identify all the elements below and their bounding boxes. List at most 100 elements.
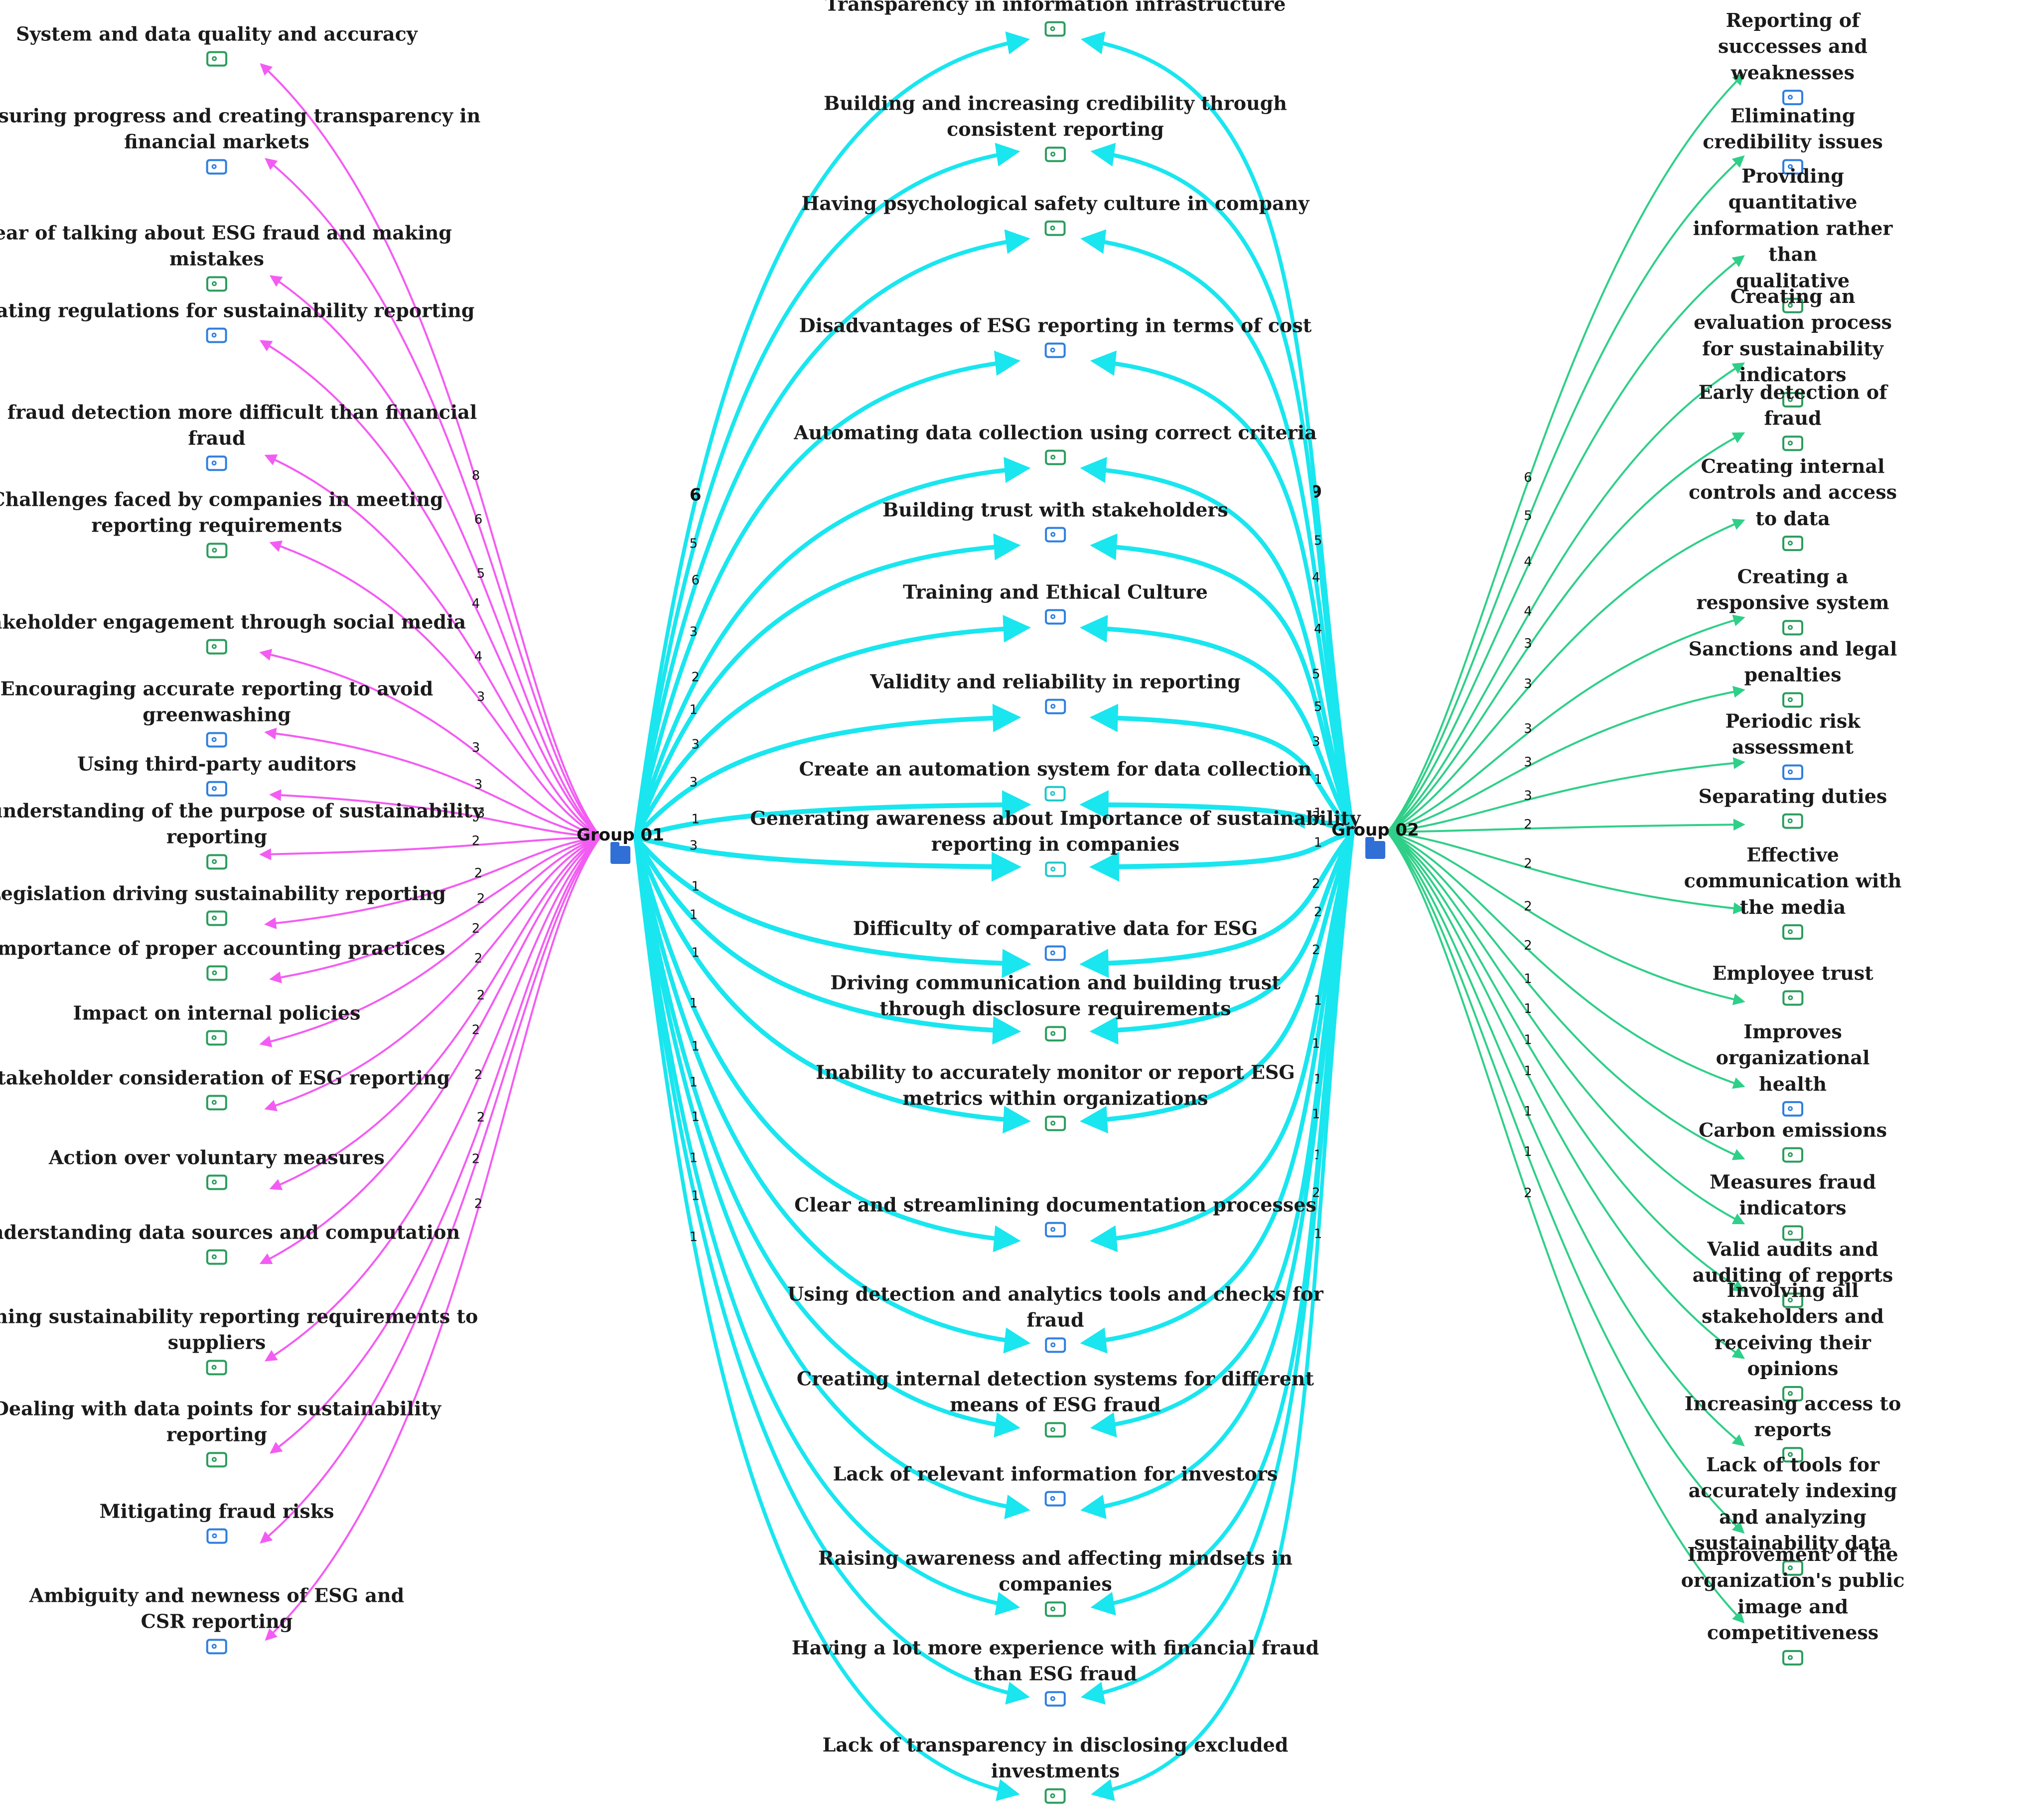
right-code-node[interactable]: Creating a responsive system [1680,563,1905,642]
shared-code-node[interactable]: Building and increasing credibility thro… [824,90,1287,168]
shared-code-node[interactable]: Create an automation system for data col… [799,756,1311,809]
shared-code-node[interactable]: Disadvantages of ESG reporting in terms … [799,313,1311,365]
right-code-node[interactable]: Creating internal controls and access to… [1680,453,1905,558]
edge-weight-label: 5 [477,566,485,581]
left-code-node[interactable]: Importance of proper accounting practice… [0,936,445,988]
shared-code-node[interactable]: Using detection and analytics tools and … [787,1281,1323,1359]
right-code-node[interactable]: Valid audits and auditing of reports [1680,1236,1905,1314]
right-code-node-label: Increasing access to reports [1684,1392,1901,1441]
shared-code-node[interactable]: Automating data collection using correct… [794,420,1317,472]
shared-code-node[interactable]: Having a lot more experience with financ… [792,1635,1319,1713]
edge-weight-label: 2 [1524,938,1532,953]
right-code-node[interactable]: Increasing access to reports [1680,1391,1905,1469]
group02-shared-edge [1080,832,1355,1705]
code-icon [1782,297,1803,313]
left-code-node[interactable]: System and data quality and accuracy [16,21,418,74]
shared-code-node-label: Lack of relevant information for investo… [833,1462,1278,1485]
left-code-node[interactable]: Mitigating fraud risks [99,1499,334,1551]
left-code-node[interactable]: Using third-party auditors [77,751,356,804]
left-code-node[interactable]: Stakeholder consideration of ESG reporti… [0,1065,450,1118]
left-code-node[interactable]: ESG fraud detection more difficult than … [0,399,477,477]
shared-code-node[interactable]: Having psychological safety culture in c… [802,191,1309,243]
edge-weight-label: 2 [1524,817,1532,832]
left-code-node[interactable]: Misunderstanding of the purpose of susta… [0,798,483,876]
group01-shared-edge [633,837,1020,1801]
right-code-node[interactable]: Lack of tools for accurately indexing an… [1680,1452,1905,1582]
shared-code-node[interactable]: Lack of relevant information for investo… [833,1461,1278,1514]
right-code-node[interactable]: Creating an evaluation process for susta… [1680,283,1905,414]
shared-code-node[interactable]: Lack of transparency in disclosing exclu… [823,1732,1288,1810]
left-code-node[interactable]: Stakeholder engagement through social me… [0,609,466,662]
group01-edge [259,836,601,860]
left-code-node[interactable]: Impact on internal policies [73,1000,360,1053]
group01-shared-edge [633,615,1031,839]
left-code-node[interactable]: Action over voluntary measures [49,1145,385,1197]
right-code-node[interactable]: Sanctions and legal penalties [1680,636,1905,714]
code-icon [1044,609,1066,625]
right-code-node[interactable]: Reporting of successes and weaknesses [1680,7,1905,112]
shared-code-node-label: Creating internal detection systems for … [796,1367,1314,1416]
group01-edge [264,727,601,838]
shared-code-node[interactable]: Validity and reliability in reporting [870,669,1241,721]
code-icon [1782,924,1803,940]
group-01-node[interactable]: Group 01 [577,825,664,864]
right-code-node-label: Periodic risk assessment [1725,709,1861,758]
group01-shared-edge [633,837,1021,1438]
edge-weight-label: 2 [474,1068,483,1083]
left-code-node[interactable]: Measuring progress and creating transpar… [0,103,480,181]
code-icon [1045,221,1066,236]
right-code-node[interactable]: Effective communication with the media [1680,842,1905,947]
right-code-node[interactable]: Carbon emissions [1699,1118,1887,1170]
shared-code-node[interactable]: Transparency in information infrastructu… [825,0,1286,43]
right-code-node-label: Early detection of fraud [1698,381,1887,429]
group02-shared-edge [1091,832,1355,1801]
right-code-node[interactable]: Measures fraud indicators [1680,1169,1905,1247]
right-code-node[interactable]: Employee trust [1712,961,1874,1013]
left-code-node[interactable]: Creating regulations for sustainability … [0,298,474,350]
right-code-node[interactable]: Eliminating credibility issues [1680,103,1905,181]
left-code-node-label: Measuring progress and creating transpar… [0,104,481,153]
left-code-node[interactable]: Ambiguity and newness of ESG and CSR rep… [29,1582,404,1661]
right-code-node[interactable]: Early detection of fraud [1680,379,1905,457]
left-code-node[interactable]: Legislation driving sustainability repor… [0,881,446,933]
left-code-node[interactable]: Encouraging accurate reporting to avoid … [0,676,433,754]
code-icon [1045,21,1066,37]
shared-code-node[interactable]: Creating internal detection systems for … [797,1366,1314,1444]
right-code-node[interactable]: Improves organizational health [1680,1019,1905,1123]
code-icon [206,543,227,559]
right-code-node[interactable]: Providing quantitative information rathe… [1680,163,1905,320]
right-code-node[interactable]: Improvement of the organization's public… [1680,1541,1905,1672]
group01-edge [269,836,601,1190]
shared-code-node[interactable]: Inability to accurately monitor or repor… [816,1059,1295,1137]
code-icon [1044,786,1066,802]
left-code-node[interactable]: Pushing sustainability reporting require… [0,1303,478,1382]
right-code-node[interactable]: Periodic risk assessment [1680,708,1905,786]
edge-weight-label: 3 [1524,721,1532,736]
shared-code-node[interactable]: Clear and streamlining documentation pro… [794,1192,1316,1245]
left-code-node-label: Misunderstanding of the purpose of susta… [0,799,483,848]
edge-weight-label: 3 [1312,734,1320,749]
shared-code-node[interactable]: Training and Ethical Culture [903,579,1208,632]
edge-weight-label: 1 [691,1189,700,1204]
group02-edge [1387,432,1745,833]
code-icon [1044,1026,1066,1042]
shared-code-node[interactable]: Raising awareness and affecting mindsets… [818,1545,1293,1623]
code-icon [206,1030,227,1046]
shared-code-node[interactable]: Building trust with stakeholders [882,497,1228,550]
right-code-node[interactable]: Involving all stakeholders and receiving… [1680,1277,1905,1408]
group-02-node[interactable]: Group 02 [1331,820,1419,859]
left-code-node[interactable]: Dealing with data points for sustainabil… [0,1396,441,1474]
left-code-node[interactable]: Challenges faced by companies in meeting… [0,486,443,564]
left-code-node[interactable]: Understanding data sources and computati… [0,1220,460,1272]
edge-weight-label: 1 [1314,993,1322,1008]
group02-shared-edge [1090,142,1355,833]
code-icon [206,1360,227,1376]
shared-code-node[interactable]: Driving communication and building trust… [830,970,1281,1048]
right-code-node[interactable]: Separating duties [1699,784,1887,836]
shared-code-node[interactable]: Generating awareness about Importance of… [750,805,1361,883]
shared-code-node[interactable]: Difficulty of comparative data for ESG [853,916,1258,968]
right-code-node-label: Lack of tools for accurately indexing an… [1688,1453,1897,1554]
edge-weight-label: 2 [1524,856,1532,871]
left-code-node[interactable]: Fear of talking about ESG fraud and maki… [0,220,452,298]
code-icon [1044,1422,1066,1438]
